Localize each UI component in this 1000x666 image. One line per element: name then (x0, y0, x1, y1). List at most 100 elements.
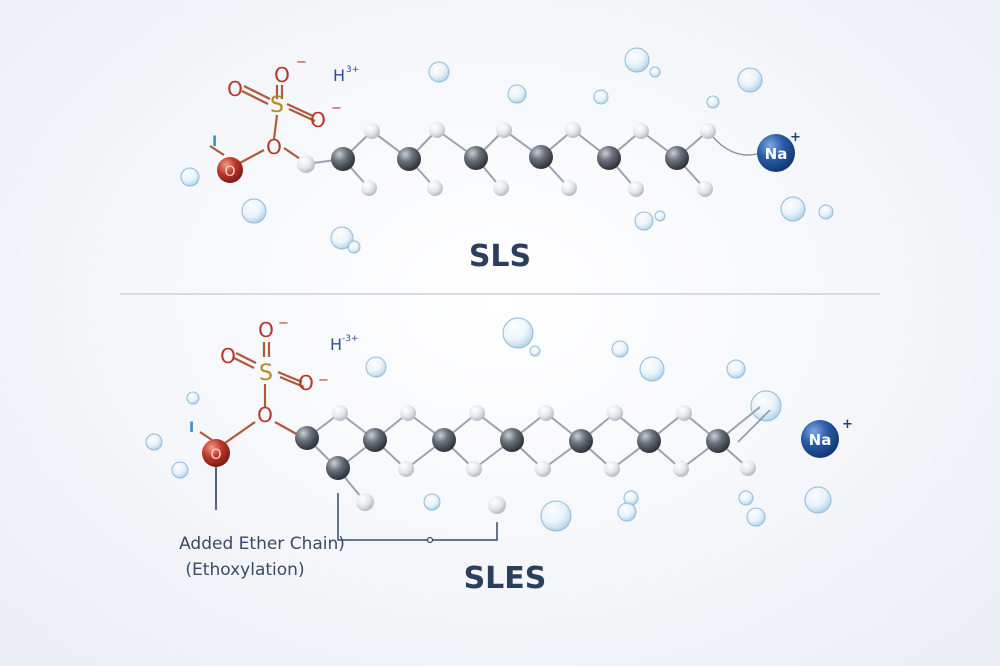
hydrogen-atom (429, 122, 445, 138)
sls-oxygen-ball-label: O (224, 164, 235, 180)
hydrogen-atom (427, 180, 443, 196)
carbon-atom (331, 147, 355, 171)
sls-sodium-ion (757, 134, 795, 172)
hydrogen-atom (488, 496, 506, 514)
carbon-atom (432, 428, 456, 452)
water-bubble (737, 67, 763, 93)
carbon-atom (597, 146, 621, 170)
sls-molecule: O − O S O − O H 3+ I O Na + (209, 55, 801, 197)
hydrogen-atom (469, 405, 485, 421)
hydrogen-atom (561, 180, 577, 196)
carbon-atom (637, 429, 661, 453)
water-bubble (738, 490, 754, 506)
water-bubble (654, 210, 666, 222)
hydrogen-atom (400, 405, 416, 421)
hydrogen-atom (535, 461, 551, 477)
carbon-atom (665, 146, 689, 170)
water-bubble (507, 84, 527, 104)
hydrogen-atom (364, 123, 380, 139)
sles-sulfur: S (259, 361, 273, 386)
sles-oxygen-top-charge: − (278, 316, 289, 331)
sles-oxygen-top: O (258, 318, 274, 342)
sles-oxygen-left: O (220, 344, 236, 368)
sles-sodium-link (737, 409, 771, 443)
hydrogen-atom (538, 405, 554, 421)
carbon-atom (529, 145, 553, 169)
sls-oxygen-top: O (274, 63, 290, 87)
hydrogen-atom (604, 461, 620, 477)
sles-oxygen-right: O (298, 371, 314, 395)
carbon-atom (569, 429, 593, 453)
chain-sodium-link (707, 130, 758, 156)
carbon-atom (706, 429, 730, 453)
sls-carbon-chain (297, 122, 758, 197)
hydrogen-atom (398, 461, 414, 477)
hydrogen-atom (700, 123, 716, 139)
water-bubble (330, 226, 354, 250)
sls-sodium-label: Na (765, 145, 788, 163)
sls-oxygen-right: O (310, 108, 326, 132)
hydrogen-atom (628, 181, 644, 197)
sles-oxygen-ball (202, 439, 230, 467)
ether-annotation-line2: (Ethoxylation) (185, 560, 304, 580)
water-bubble (750, 390, 782, 422)
sles-sodium-label: Na (809, 431, 832, 449)
hydrogen-atom (332, 405, 348, 421)
sls-sodium-charge: + (790, 130, 801, 145)
water-bubble (540, 500, 572, 532)
sles-hydrogen-ion: H (330, 335, 342, 354)
sls-hydrogen-ion: H (333, 66, 345, 85)
hydrogen-atom (633, 123, 649, 139)
water-bubble (649, 66, 661, 78)
carbon-atom (363, 428, 387, 452)
hydrogen-atom (496, 122, 512, 138)
water-bubble (611, 340, 629, 358)
hydrogen-atom (565, 122, 581, 138)
sls-oxygen-bridge: O (266, 135, 282, 159)
carbon-atom (326, 456, 350, 480)
water-bubble (624, 47, 650, 73)
water-bubble (241, 198, 267, 224)
ether-annotation-line1: Added Ether Chain) (179, 534, 345, 554)
water-bubble (818, 204, 834, 220)
carbon-atom (464, 146, 488, 170)
sls-sulfur: S (270, 93, 284, 118)
sls-hydrogen-charge: 3+ (346, 65, 359, 75)
sles-sodium-charge: + (842, 417, 853, 432)
water-bubble (617, 502, 637, 522)
hydrogen-atom (356, 493, 374, 511)
water-bubble (529, 345, 541, 357)
water-bubble (804, 486, 832, 514)
water-bubble (593, 89, 609, 105)
water-bubble (780, 196, 806, 222)
sles-sodium-ion (801, 420, 839, 458)
hydrogen-atom (361, 180, 377, 196)
sles-molecule: O − O S O − O H -3+ I O Na + (189, 316, 853, 544)
water-bubble (706, 95, 720, 109)
hydrogen-atom (697, 181, 713, 197)
sles-sulfate-bonds (199, 342, 305, 510)
sls-oxygen-left: O (227, 77, 243, 101)
water-bubble (423, 493, 441, 511)
sles-oxygen-right-charge: − (318, 373, 329, 388)
carbon-atom (397, 147, 421, 171)
hydrogen-atom (466, 461, 482, 477)
sls-oxygen-right-charge: − (331, 101, 342, 116)
sles-hydrogen-charge: -3+ (342, 334, 359, 344)
hydrogen-atom (493, 180, 509, 196)
water-bubble (145, 433, 163, 451)
hydrogen-atom (676, 405, 692, 421)
water-bubble (171, 461, 189, 479)
sles-title: SLES (464, 561, 547, 596)
sles-marker: I (189, 420, 194, 436)
water-bubble (186, 391, 200, 405)
hydrogen-atom (673, 461, 689, 477)
ether-chain-bracket (337, 493, 498, 541)
water-bubble (180, 167, 200, 187)
water-bubble (746, 507, 766, 527)
hydrogen-atom (740, 460, 756, 476)
hydrogen-atom (607, 405, 623, 421)
water-bubble (726, 359, 746, 379)
